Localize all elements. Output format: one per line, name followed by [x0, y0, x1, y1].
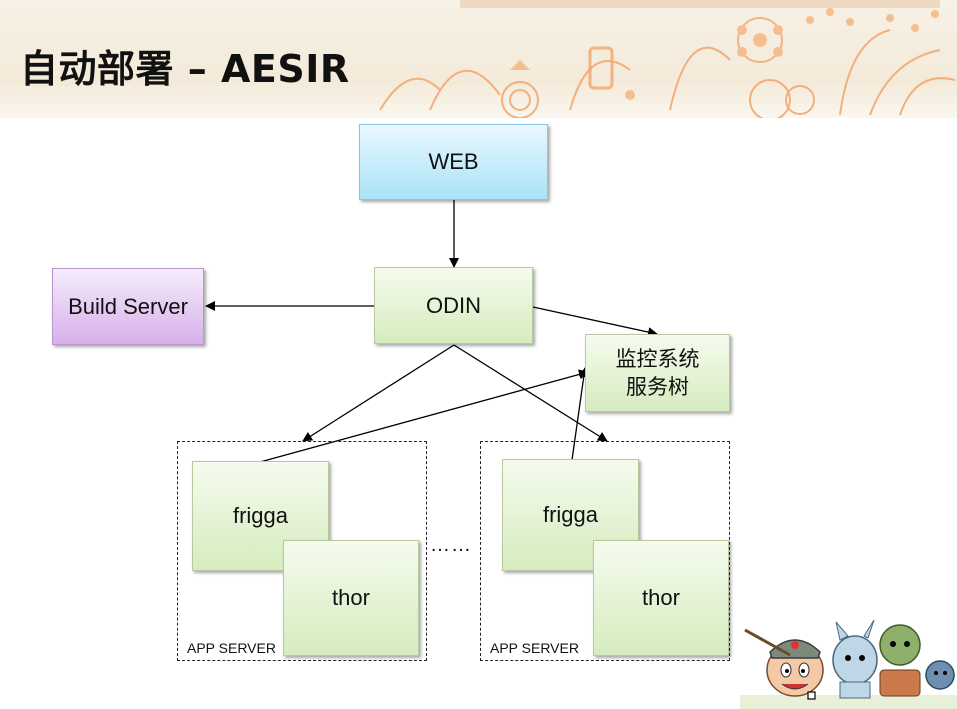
thor-node-2: thor	[593, 540, 729, 656]
arrow-odin-to-monitor	[532, 306, 658, 337]
thor-node-1: thor	[283, 540, 419, 656]
frigga-node-2: frigga	[502, 459, 639, 571]
mascot-illustration	[740, 619, 957, 709]
arrow-frigga2-to-monitor	[571, 367, 589, 461]
build-server-node: Build Server	[52, 268, 204, 345]
floral-decoration	[379, 0, 956, 118]
app-server-label-1: APP SERVER	[187, 640, 276, 656]
web-label: WEB	[428, 149, 479, 174]
arrow-odin-to-app-server-2	[453, 344, 608, 442]
slide-header: 自动部署 – AESIR	[0, 0, 957, 118]
thor-label-2: thor	[642, 585, 680, 610]
monitor-label-line2: 服务树	[626, 375, 689, 399]
app-server-label-2: APP SERVER	[490, 640, 579, 656]
monitor-label-line1: 监控系统	[615, 346, 700, 371]
monitor-service-tree-node: 监控系统 服务树	[585, 334, 730, 412]
thor-label-1: thor	[332, 585, 370, 610]
odin-node: ODIN	[374, 267, 533, 344]
arrow-frigga1-to-monitor	[259, 369, 589, 463]
frigga-label-1: frigga	[232, 503, 289, 528]
web-node: WEB	[359, 124, 548, 200]
slide-title: 自动部署 – AESIR	[20, 47, 350, 91]
ellipsis: ……	[430, 534, 472, 556]
app-server-group-2	[480, 441, 730, 661]
app-server-group-1	[177, 441, 427, 661]
frigga-label-2: frigga	[542, 502, 599, 527]
build-server-label: Build Server	[68, 293, 188, 319]
odin-label: ODIN	[426, 292, 481, 318]
arrow-odin-to-app-server-1	[302, 344, 455, 442]
